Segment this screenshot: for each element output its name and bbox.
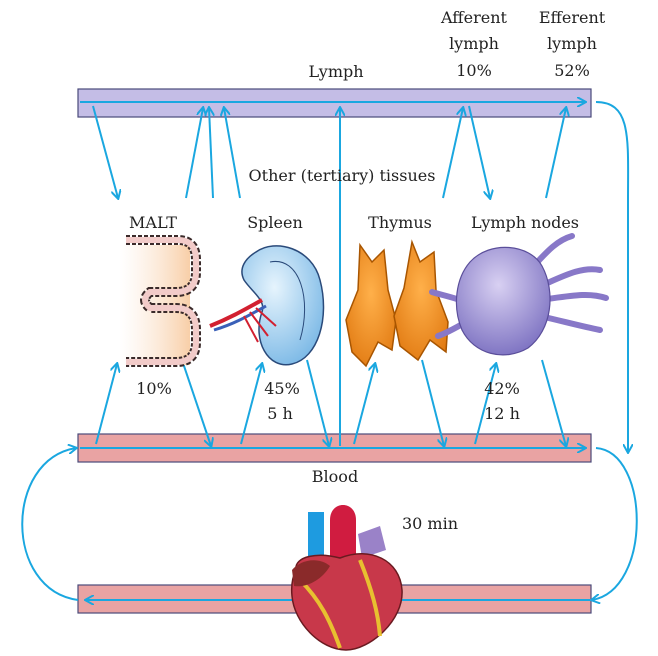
malt-percent: 10% xyxy=(136,379,172,398)
arrow-spleen-to-blood xyxy=(307,360,329,446)
spleen-time: 5 h xyxy=(267,404,293,423)
arrow-spleen-to-lymph-a xyxy=(209,108,213,198)
afferent-label-line2: lymph xyxy=(449,34,499,53)
lymph-nodes-label: Lymph nodes xyxy=(471,213,579,232)
arrow-tertiary-to-afferent xyxy=(443,108,463,198)
arrow-blood-to-malt xyxy=(96,364,117,444)
heart-to-blood-loop xyxy=(22,448,78,600)
lymph-node-illustration xyxy=(432,236,606,355)
spleen-illustration xyxy=(210,246,324,365)
lymph-to-blood-loop xyxy=(596,102,628,452)
spleen-label: Spleen xyxy=(247,213,303,232)
lymph-nodes-percent: 42% xyxy=(484,379,520,398)
lymph-nodes-time: 12 h xyxy=(484,404,520,423)
arrow-nodes-to-blood xyxy=(542,360,566,446)
malt-label: MALT xyxy=(129,213,177,232)
arrow-malt-to-blood xyxy=(182,360,211,446)
malt-illustration xyxy=(120,240,196,365)
heart-circulation-time: 30 min xyxy=(402,514,458,533)
afferent-label-line1: Afferent xyxy=(440,8,508,27)
arrow-blood-to-spleen xyxy=(241,364,262,444)
afferent-percent: 10% xyxy=(456,61,492,80)
efferent-percent: 52% xyxy=(554,61,590,80)
thymus-label: Thymus xyxy=(368,213,432,232)
arrow-spleen-to-lymph-b xyxy=(224,108,240,198)
heart-illustration xyxy=(292,505,402,650)
arrow-lymph-to-malt xyxy=(93,106,118,198)
blood-label: Blood xyxy=(312,467,358,486)
blood-to-heart-loop xyxy=(592,448,637,600)
arrow-blood-to-thymus xyxy=(354,364,375,444)
arrow-malt-to-lymph xyxy=(186,108,203,198)
thymus-illustration xyxy=(346,242,448,366)
lymph-label: Lymph xyxy=(308,62,363,81)
efferent-label-line1: Efferent xyxy=(539,8,606,27)
spleen-percent: 45% xyxy=(264,379,300,398)
tertiary-tissues-label: Other (tertiary) tissues xyxy=(249,166,436,185)
efferent-label-line2: lymph xyxy=(547,34,597,53)
arrow-nodes-to-lymph xyxy=(546,108,566,198)
arrow-lymph-to-nodes xyxy=(469,106,490,198)
arrow-thymus-to-blood xyxy=(422,360,444,446)
